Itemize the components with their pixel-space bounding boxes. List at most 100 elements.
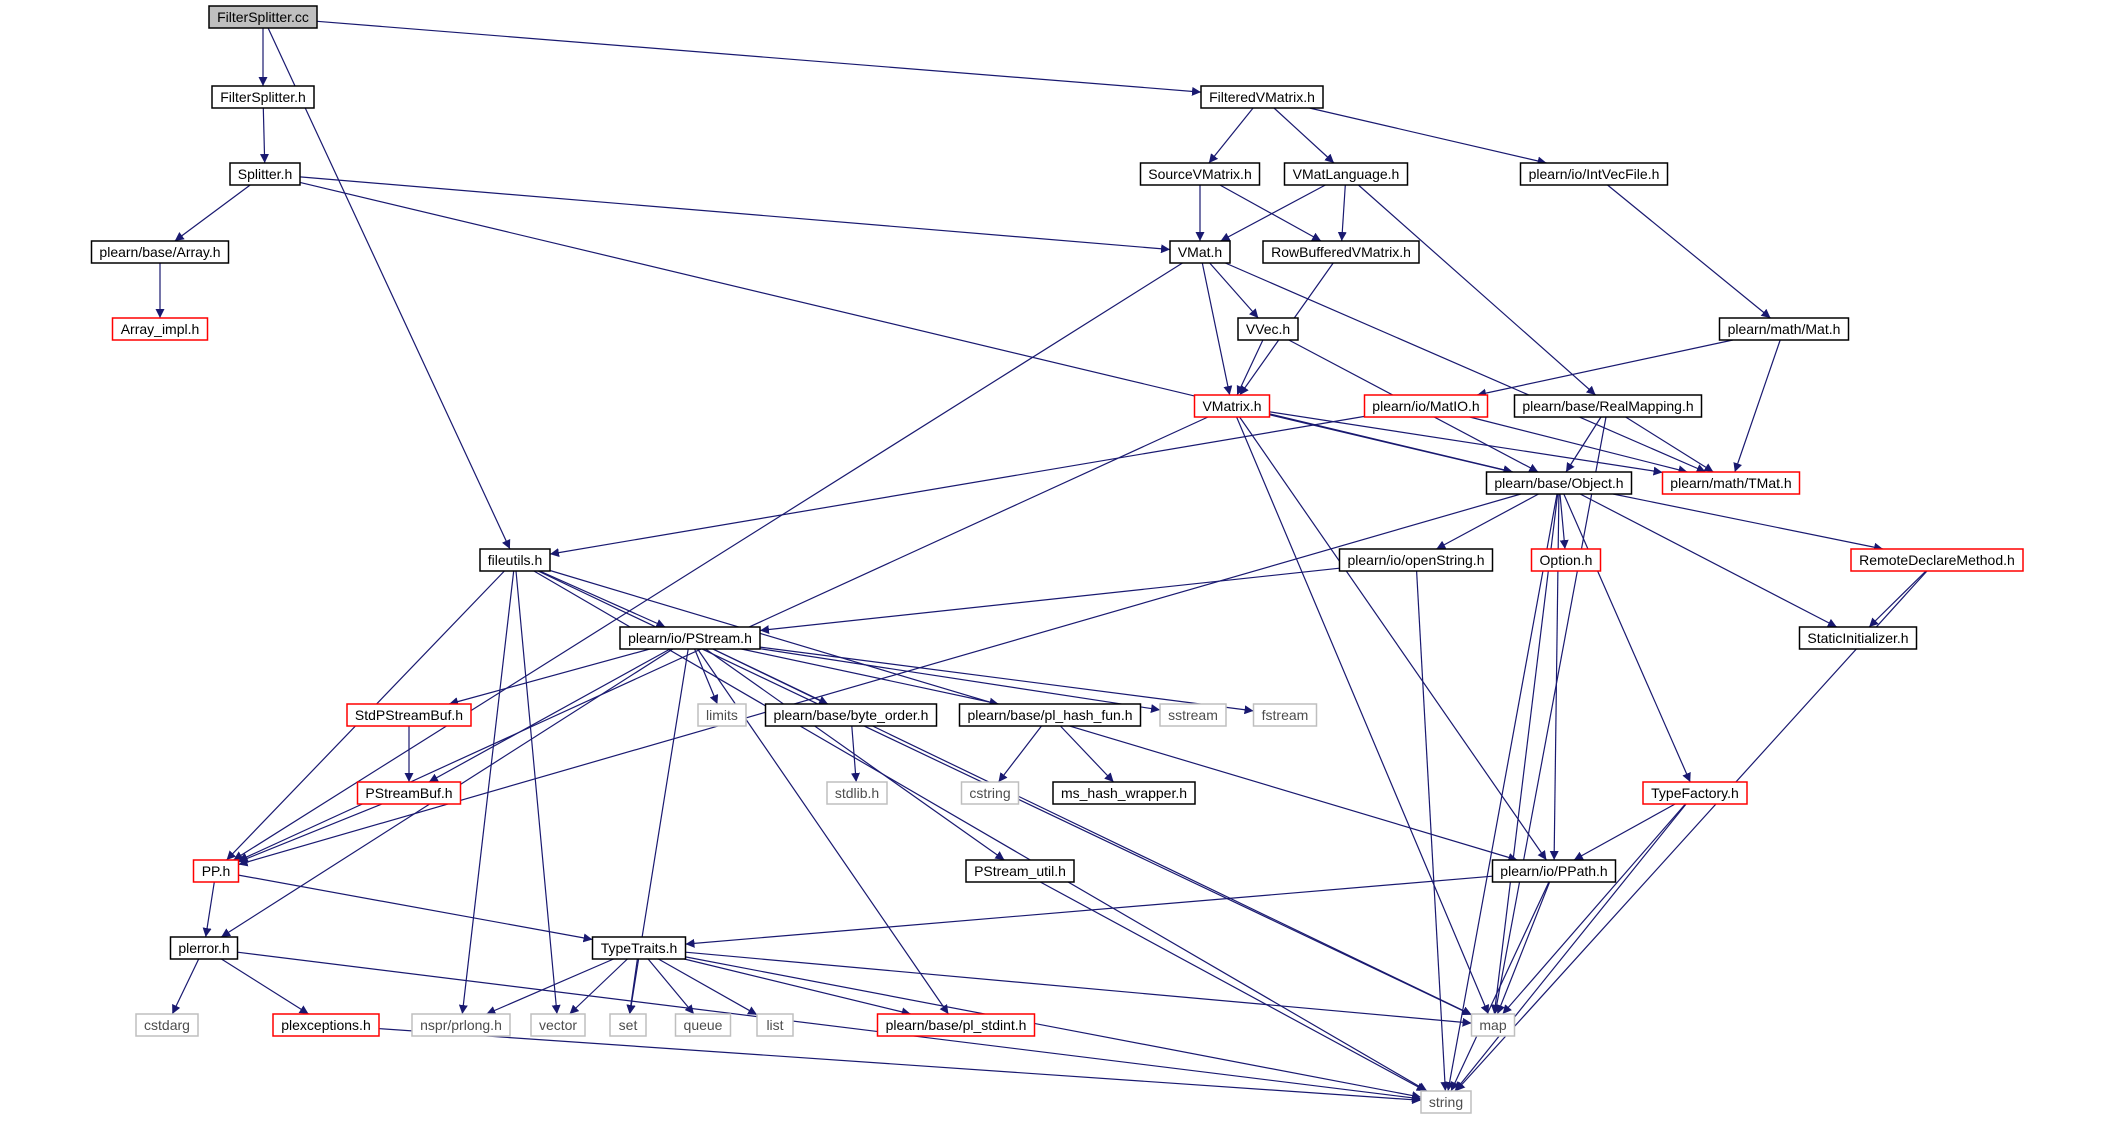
node-vvec-h: VVec.h: [1237, 317, 1299, 341]
node-box: [756, 1013, 794, 1037]
node-cstring: cstring: [960, 781, 1020, 805]
node-box: [1491, 859, 1617, 883]
node-label: queue: [684, 1017, 723, 1033]
edge-typetraits-h-to-map: [685, 951, 1472, 1027]
node-label: plearn/io/openString.h: [1348, 552, 1485, 568]
edge-typefactory-h-to-ppath-h: [1573, 803, 1676, 861]
node-box: [1139, 162, 1261, 186]
node-map: map: [1470, 1013, 1516, 1037]
node-vmatlanguage-h: VMatLanguage.h: [1283, 162, 1409, 186]
node-box: [764, 703, 938, 727]
edge-object-h-to-typefactory-h: [1563, 493, 1691, 783]
node-label: plearn/base/Array.h: [99, 244, 220, 260]
node-label: PP.h: [202, 863, 231, 879]
edge-pp-h-to-typetraits-h: [238, 874, 593, 943]
node-label: stdlib.h: [835, 785, 879, 801]
node-box: [1363, 394, 1489, 418]
node-box: [346, 703, 472, 727]
edge-mat-h-to-matio-h: [1476, 339, 1734, 398]
node-plearn-base-pl-stdint-h: plearn/base/pl_stdint.h: [876, 1013, 1036, 1037]
edge-typetraits-h-to-set: [626, 958, 638, 1015]
node-box: [1798, 626, 1918, 650]
node-plearn-base-object-h: plearn/base/Object.h: [1485, 471, 1633, 495]
edge-typetraits-h-to-nspr-prlong-h: [486, 958, 614, 1015]
node-label: plearn/base/pl_stdint.h: [886, 1017, 1027, 1033]
node-box: [1513, 394, 1703, 418]
node-label: plearn/io/PStream.h: [628, 630, 752, 646]
node-label: FilterSplitter.cc: [217, 9, 309, 25]
node-box: [135, 1013, 199, 1037]
node-plearn-math-tmat-h: plearn/math/TMat.h: [1661, 471, 1801, 495]
edge-pstream-h-to-fstream: [759, 646, 1254, 715]
node-remotedeclaremethod-h: RemoteDeclareMethod.h: [1850, 548, 2024, 572]
node-box: [958, 703, 1142, 727]
node-label: TypeTraits.h: [601, 940, 678, 956]
edge-filtersplitter-cc-to-fileutils-h: [267, 27, 511, 550]
node-plearn-io-openstring-h: plearn/io/openString.h: [1338, 548, 1494, 572]
node-splitter-h: Splitter.h: [229, 162, 301, 186]
node-label: ms_hash_wrapper.h: [1061, 785, 1187, 801]
node-label: plearn/base/Object.h: [1494, 475, 1623, 491]
node-label: PStream_util.h: [974, 863, 1066, 879]
node-box: [211, 85, 315, 109]
edge-sourcevmatrix-h-to-rowbufferedvmatrix-h: [1219, 184, 1322, 242]
edge-splitter-h-to-array-h: [174, 184, 251, 242]
node-ms-hash-wrapper-h: ms_hash_wrapper.h: [1052, 781, 1196, 805]
node-box: [619, 626, 761, 650]
edge-plerror-h-to-cstdarg: [171, 958, 200, 1015]
edge-filteredvmatrix-h-to-intvecfile-h: [1309, 107, 1547, 166]
edge-realmapping-h-to-tmat-h: [1625, 416, 1714, 473]
node-box: [1159, 703, 1227, 727]
node-box: [1485, 471, 1633, 495]
node-vmat-h: VMat.h: [1169, 240, 1231, 264]
edge-byte-order-h-to-stdlib-h: [851, 725, 860, 783]
node-label: vector: [539, 1017, 577, 1033]
edge-pl-hash-fun-h-to-ms-hash-wrapper-h: [1059, 725, 1115, 783]
edge-object-h-to-map: [1490, 493, 1559, 1015]
edge-splitter-h-to-object-h: [299, 181, 1514, 475]
node-plearn-base-byte-order-h: plearn/base/byte_order.h: [764, 703, 938, 727]
node-rowbufferedvmatrix-h: RowBufferedVMatrix.h: [1262, 240, 1420, 264]
edge-typefactory-h-to-string: [1454, 803, 1687, 1092]
edge-fileutils-h-to-vector: [515, 570, 561, 1015]
node-box: [826, 781, 888, 805]
edge-vmatlanguage-h-to-vmat-h: [1220, 184, 1326, 242]
edge-openstring-h-to-pstream-h: [759, 567, 1340, 635]
node-typetraits-h: TypeTraits.h: [591, 936, 687, 960]
node-label: plerror.h: [178, 940, 229, 956]
node-box: [411, 1013, 511, 1037]
edge-remotedeclaremethod-h-to-staticinitializer-h: [1868, 570, 1927, 628]
node-box: [208, 5, 318, 29]
node-pstream-util-h: PStream_util.h: [965, 859, 1075, 883]
node-label: VMatLanguage.h: [1293, 166, 1400, 182]
node-plearn-base-realmapping-h: plearn/base/RealMapping.h: [1513, 394, 1703, 418]
edge-typetraits-h-to-pl-stdint-h: [684, 958, 911, 1017]
node-label: plearn/base/pl_hash_fun.h: [967, 707, 1132, 723]
node-label: list: [766, 1017, 783, 1033]
edge-ppath-h-to-map: [1496, 881, 1551, 1015]
node-label: set: [619, 1017, 638, 1033]
node-box: [169, 936, 239, 960]
node-label: plearn/base/byte_order.h: [774, 707, 929, 723]
edge-filteredvmatrix-h-to-vmatlanguage-h: [1273, 107, 1335, 164]
edge-pstream-h-to-sstream: [759, 648, 1161, 713]
edge-typefactory-h-to-map: [1502, 803, 1686, 1015]
edge-vvec-h-to-vmatrix-h: [1236, 339, 1264, 396]
node-label: FilteredVMatrix.h: [1209, 89, 1315, 105]
edge-plerror-h-to-string: [237, 951, 1422, 1103]
node-plexceptions-h: plexceptions.h: [272, 1013, 380, 1037]
node-label: cstring: [969, 785, 1010, 801]
node-stdpstreambuf-h: StdPStreamBuf.h: [346, 703, 472, 727]
node-plearn-io-pstream-h: plearn/io/PStream.h: [619, 626, 761, 650]
node-box: [111, 317, 209, 341]
node-box: [1237, 317, 1299, 341]
node-label: Array_impl.h: [121, 321, 200, 337]
node-string: string: [1420, 1090, 1472, 1114]
edge-vmat-h-to-pp-h: [233, 262, 1183, 861]
edge-vmat-h-to-vmatrix-h: [1201, 262, 1233, 396]
edge-vmat-h-to-tmat-h: [1225, 262, 1706, 473]
edge-plerror-h-to-plexceptions-h: [221, 958, 309, 1015]
node-limits: limits: [697, 703, 747, 727]
